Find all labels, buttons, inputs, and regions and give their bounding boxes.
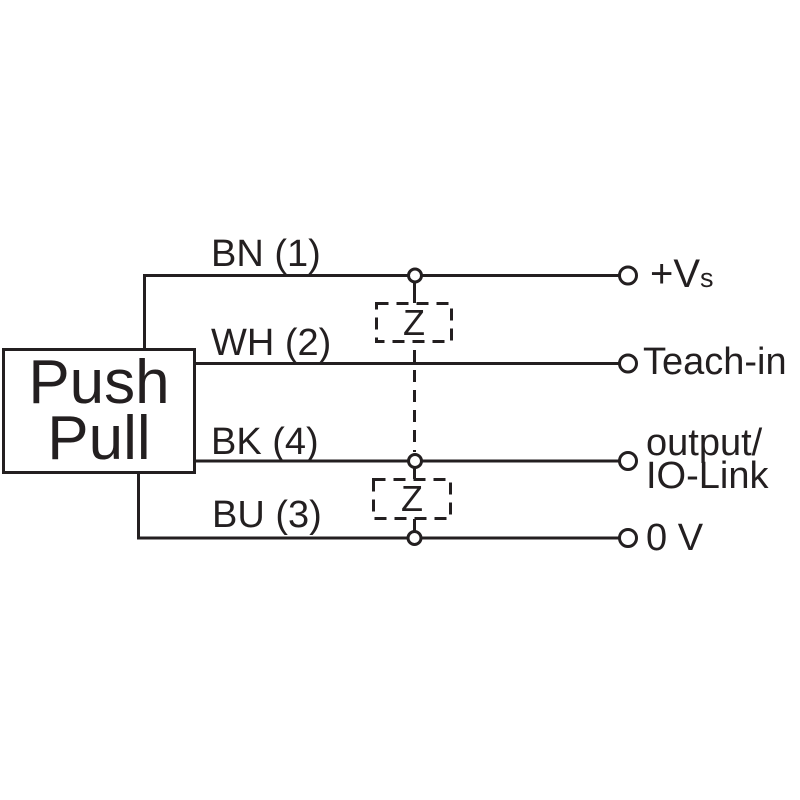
terminal-label-vs-main: +V [650, 252, 701, 296]
terminal-label-vs: +Vs [650, 254, 714, 298]
device-box: Push Pull [2, 348, 196, 474]
terminal-label-0v: 0 V [646, 517, 704, 559]
terminal-label-output: output/ IO-Link [646, 422, 769, 497]
device-label-line2: Pull [47, 404, 151, 473]
wire-label-bk: BK (4) [211, 421, 319, 463]
bn-wire [143, 274, 619, 348]
terminal-label-teachin: Teach-in [643, 341, 787, 383]
zener-symbol-1: Z [403, 301, 425, 343]
wire-label-bn: BN (1) [211, 233, 321, 275]
wire-label-wh: WH (2) [211, 322, 332, 364]
terminal-node-output [618, 451, 638, 471]
device-box-outline [2, 348, 196, 474]
junction-node-bn [407, 267, 423, 284]
terminal-node-teachin [618, 353, 638, 374]
zener-symbol-2: Z [401, 478, 423, 519]
terminal-node-0v [618, 528, 638, 548]
wire-label-bu: BU (3) [212, 494, 322, 536]
terminal-label-output-line2: IO-Link [646, 455, 769, 497]
device-label-line1: Push [28, 348, 170, 417]
terminal-node-vs [618, 265, 638, 286]
zener-box-1 [375, 302, 453, 343]
terminal-label-output-line1: output/ [646, 422, 763, 464]
bu-wire [137, 474, 619, 540]
junction-node-bk [407, 453, 423, 469]
zener-box-2 [372, 478, 452, 520]
terminal-label-vs-sub: s [700, 263, 714, 293]
junction-node-bu [406, 530, 423, 546]
